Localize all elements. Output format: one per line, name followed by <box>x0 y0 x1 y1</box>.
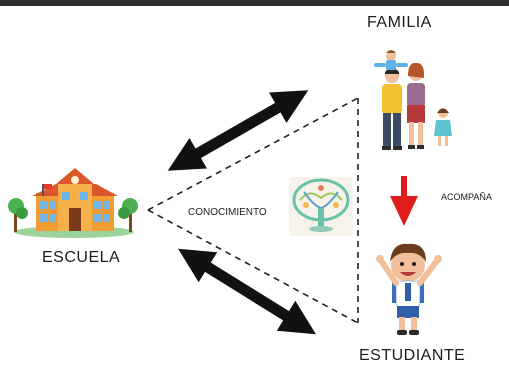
knowledge-label: CONOCIMIENTO <box>188 207 267 218</box>
accompany-arrow <box>390 176 418 226</box>
school-icon <box>8 168 138 238</box>
school-student-arrow <box>178 248 316 335</box>
family-label: FAMILIA <box>367 14 432 31</box>
family-icon <box>374 50 452 150</box>
student-label: ESTUDIANTE <box>359 347 466 364</box>
dashed-triangle <box>147 97 359 324</box>
school-label: ESCUELA <box>42 249 121 266</box>
accompany-label: ACOMPAÑA <box>441 192 492 202</box>
brain-tree-icon <box>289 177 353 236</box>
school-family-arrow <box>167 90 309 171</box>
top-border <box>0 0 509 6</box>
student-icon <box>376 243 442 335</box>
